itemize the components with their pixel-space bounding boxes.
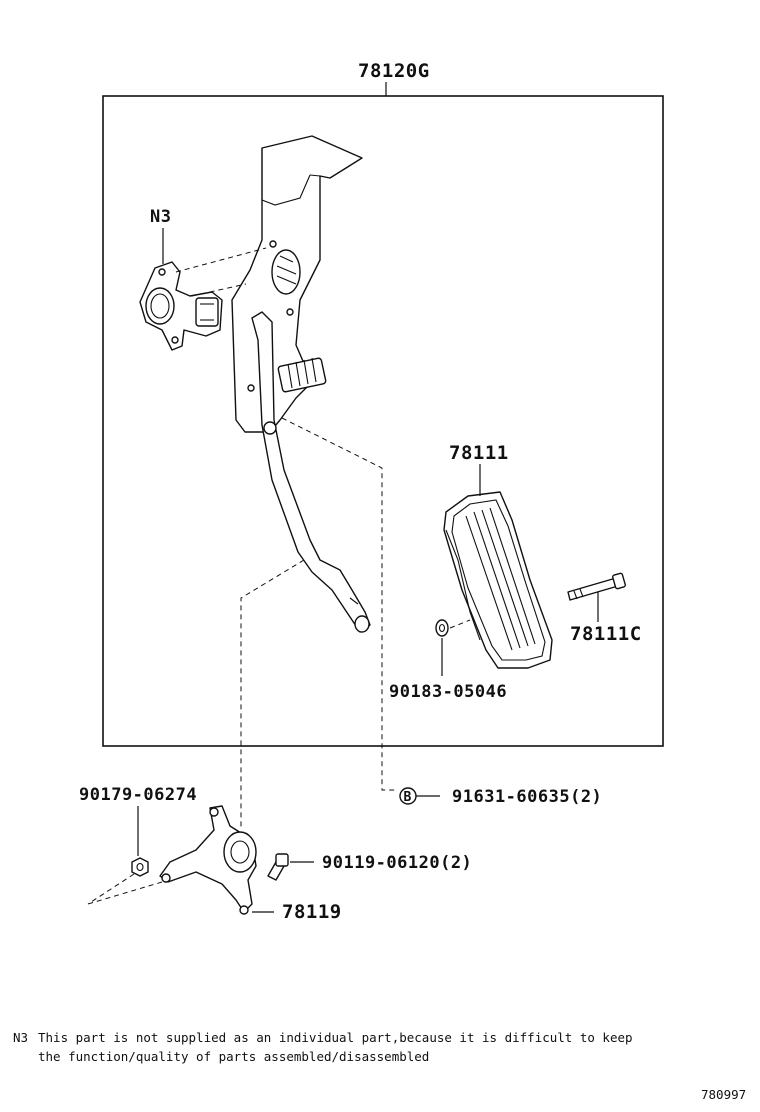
diagram-id: 780997 (701, 1087, 746, 1102)
pedal-pad-label[interactable]: 78111 (449, 442, 509, 464)
pad-washer (435, 619, 449, 637)
bracket-nut-label[interactable]: 90179-06274 (79, 785, 197, 805)
bolt-ref-letter: B (404, 790, 412, 805)
bracket-bolt-label[interactable]: 91631-60635(2) (452, 787, 602, 807)
note-line-1: This part is not supplied as an individu… (38, 1030, 633, 1045)
pedal-pad (443, 491, 553, 669)
nut-dashed-link-2 (87, 881, 163, 905)
bolt-dashed-link (281, 417, 398, 791)
sensor-n3 (139, 261, 223, 351)
sensor-dashed-link-2 (191, 283, 247, 297)
pad-bolt (567, 572, 626, 601)
pad-washer-dashed-link (449, 619, 471, 629)
assembly-frame (102, 95, 664, 747)
stopper-bracket-label[interactable]: 78119 (282, 901, 342, 923)
pedal-spring (263, 357, 327, 435)
pad-bolt-label[interactable]: 78111C (570, 623, 642, 645)
bracket-screw-label[interactable]: 90119-06120(2) (322, 853, 472, 873)
bracket-nut (131, 857, 149, 877)
bracket-dashed-link (240, 559, 305, 830)
bracket-screw (267, 853, 289, 881)
sensor-dashed-link (175, 247, 267, 273)
pad-washer-label[interactable]: 90183-05046 (389, 682, 507, 702)
sensor-label[interactable]: N3 (150, 207, 171, 227)
nut-dashed-link-1 (87, 873, 135, 905)
stopper-bracket (159, 805, 257, 915)
note-marker: N3 (13, 1030, 28, 1045)
note-line-2: the function/quality of parts assembled/… (38, 1049, 429, 1064)
assembly-part-number[interactable]: 78120G (358, 60, 430, 82)
